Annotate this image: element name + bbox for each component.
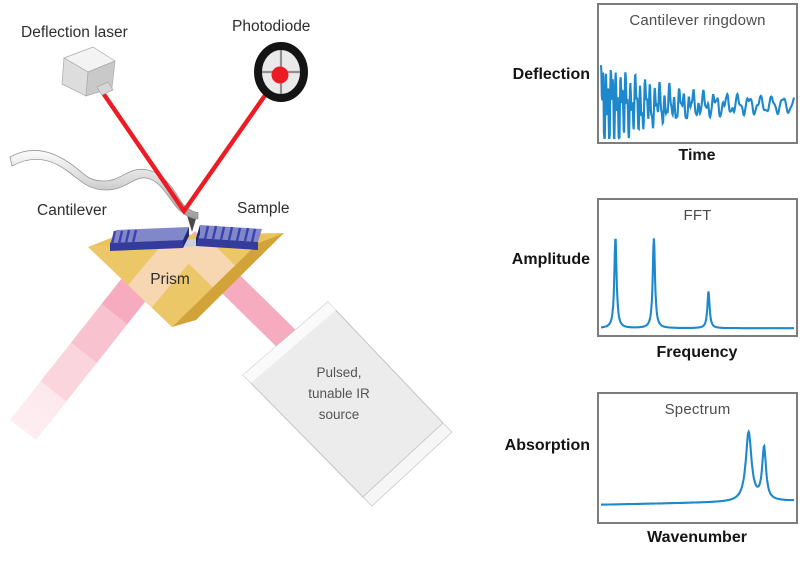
cantilever [9, 150, 199, 232]
deflection-beam [101, 72, 282, 215]
fft-plot-title: FFT [683, 207, 712, 224]
time-axis-label: Time [678, 147, 716, 164]
ringdown-plot-title: Cantilever ringdown [629, 12, 766, 29]
deflection-laser-device [61, 46, 116, 97]
wavenumber-axis-label: Wavenumber [647, 529, 747, 546]
sample-label: Sample [237, 200, 290, 217]
cantilever-ribbon [9, 150, 199, 220]
cantilever-label: Cantilever [37, 202, 107, 219]
spectrum-curve [601, 429, 794, 506]
spectrum-plot-title: Spectrum [664, 401, 731, 418]
spectrum-plot: Spectrum [597, 392, 798, 524]
sample [110, 225, 262, 251]
photodiode-label: Photodiode [232, 18, 310, 35]
absorption-axis-label: Absorption [504, 437, 590, 454]
deflection-axis-label: Deflection [512, 66, 590, 83]
ir-source-label-line3: source [319, 407, 360, 422]
ir-source-label-line2: tunable IR [308, 386, 370, 401]
fft-plot: FFT [597, 198, 798, 337]
prism-label: Prism [150, 271, 190, 288]
amplitude-axis-label: Amplitude [511, 251, 590, 268]
deflection-laser-label: Deflection laser [21, 24, 128, 41]
ir-source-device: Pulsed, tunable IR source [242, 301, 453, 507]
fft-curve [601, 238, 794, 330]
ir-source-label-line1: Pulsed, [316, 365, 361, 380]
ringdown-curve [599, 65, 796, 140]
laser-spot [271, 66, 289, 84]
ringdown-plot: Cantilever ringdown [597, 3, 798, 144]
prism-right-face [172, 233, 284, 327]
frequency-axis-label: Frequency [656, 344, 738, 361]
photodiode-device [254, 42, 308, 102]
ir-beam-transmitted [10, 259, 163, 440]
instrument-schematic: Prism [9, 18, 453, 507]
